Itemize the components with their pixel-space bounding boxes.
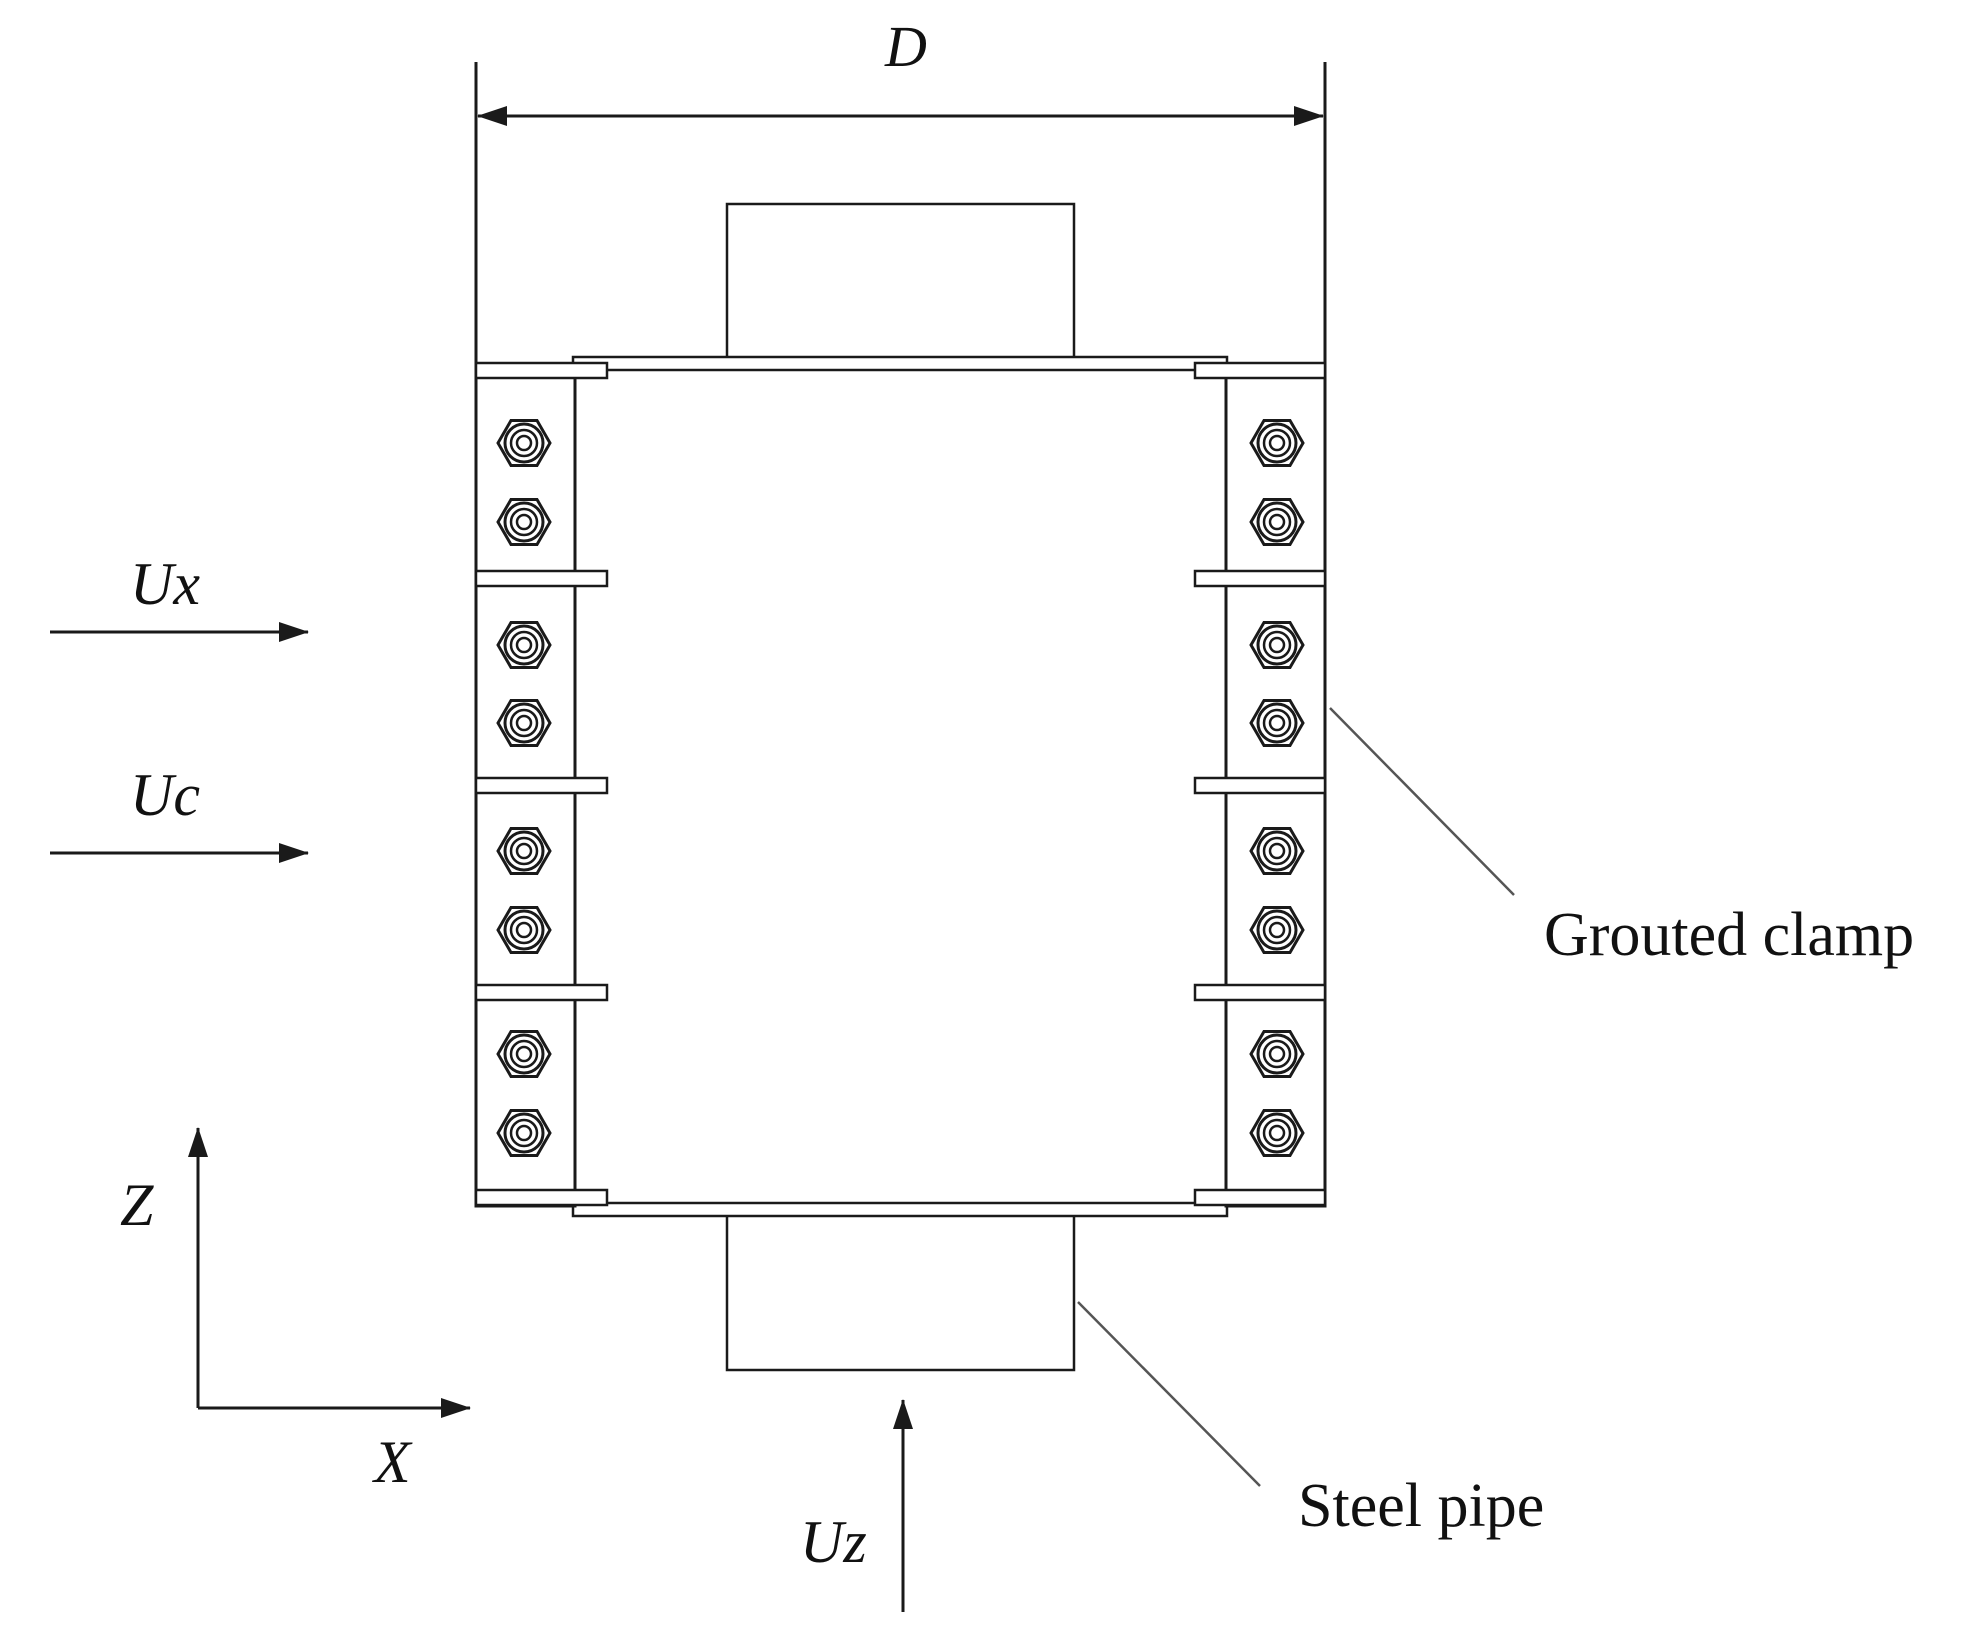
right-separator-plate-3 bbox=[1193, 776, 1327, 795]
left-bolt-2 bbox=[496, 498, 552, 546]
right-bolt-4 bbox=[1249, 699, 1305, 747]
left-bolt-1 bbox=[496, 419, 552, 467]
steel-pipe-top bbox=[725, 202, 1076, 366]
dimension-label: D bbox=[884, 14, 927, 79]
flow-uz: Uz bbox=[800, 1399, 913, 1612]
ux-label: Ux bbox=[130, 551, 200, 617]
left-bolt-5 bbox=[496, 827, 552, 875]
clamp-top-band bbox=[571, 355, 1229, 372]
clamp-bottom-band bbox=[571, 1201, 1229, 1218]
right-bolt-6 bbox=[1249, 906, 1305, 954]
z-axis-label: Z bbox=[120, 1172, 154, 1238]
left-separator-plate-4 bbox=[474, 983, 609, 1002]
coordinate-axes: Z X bbox=[120, 1127, 471, 1495]
left-separator-plate-3 bbox=[474, 776, 609, 795]
right-separator-plate-2 bbox=[1193, 569, 1327, 588]
right-bolt-3 bbox=[1249, 621, 1305, 669]
left-bolt-7 bbox=[496, 1030, 552, 1078]
steel-pipe-leader bbox=[1077, 1301, 1261, 1487]
left-separator-plate-1 bbox=[474, 361, 609, 380]
right-bolt-2 bbox=[1249, 498, 1305, 546]
right-separator-plate-4 bbox=[1193, 983, 1327, 1002]
clamp-bolts bbox=[496, 419, 1305, 1157]
left-separator-plate-2 bbox=[474, 569, 609, 588]
uc-label: Uc bbox=[130, 762, 200, 828]
dimension-d: D bbox=[474, 14, 1327, 370]
callout-steel-pipe: Steel pipe bbox=[1077, 1301, 1544, 1540]
left-separator-plate-5 bbox=[474, 1188, 609, 1207]
steel-pipe-bottom bbox=[725, 1208, 1076, 1372]
clamp-separator-plates bbox=[474, 361, 1327, 1207]
x-axis-label: X bbox=[372, 1429, 413, 1495]
flow-uc: Uc bbox=[50, 762, 309, 863]
steel-pipe-label: Steel pipe bbox=[1298, 1472, 1544, 1540]
right-bolt-7 bbox=[1249, 1030, 1305, 1078]
clamp-body bbox=[571, 355, 1229, 1218]
flow-ux: Ux bbox=[50, 551, 309, 642]
grouted-clamp-label: Grouted clamp bbox=[1544, 901, 1914, 969]
right-separator-plate-1 bbox=[1193, 361, 1327, 380]
left-bolt-6 bbox=[496, 906, 552, 954]
right-bolt-1 bbox=[1249, 419, 1305, 467]
right-bolt-8 bbox=[1249, 1109, 1305, 1157]
left-bolt-3 bbox=[496, 621, 552, 669]
right-separator-plate-5 bbox=[1193, 1188, 1327, 1207]
grouted-clamp-leader bbox=[1329, 707, 1515, 896]
left-bolt-4 bbox=[496, 699, 552, 747]
callout-grouted-clamp: Grouted clamp bbox=[1329, 707, 1914, 969]
left-bolt-8 bbox=[496, 1109, 552, 1157]
uz-label: Uz bbox=[800, 1509, 867, 1575]
right-bolt-5 bbox=[1249, 827, 1305, 875]
